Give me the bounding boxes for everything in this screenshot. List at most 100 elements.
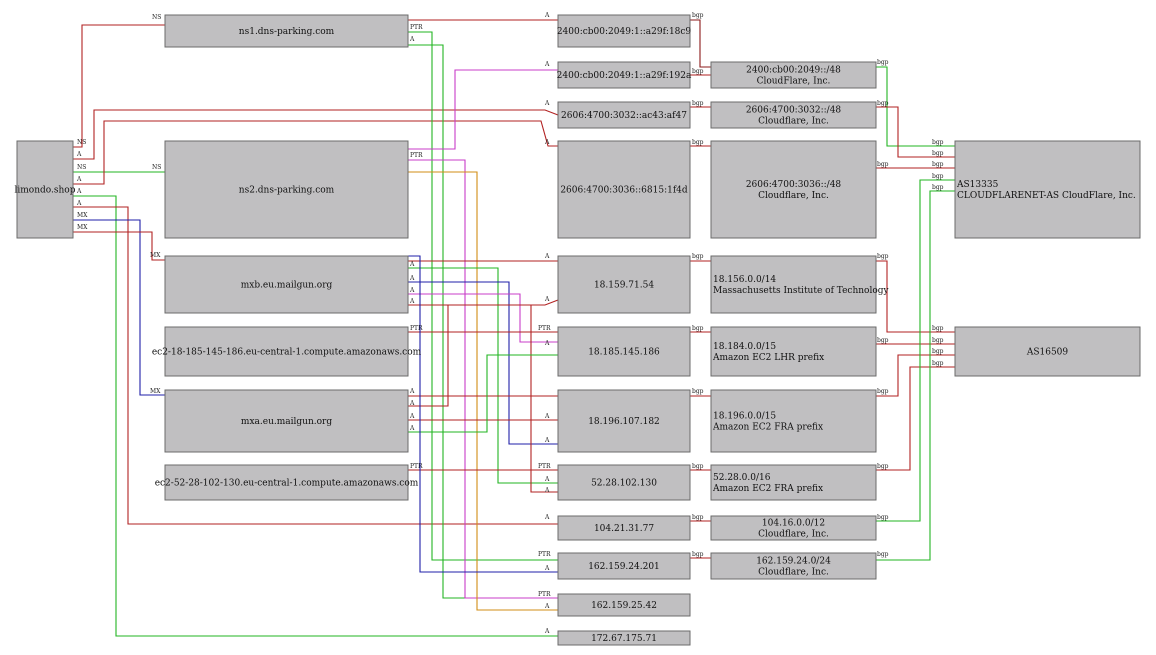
node-ip11[interactable]: 162.159.25.42 [557,593,691,617]
edge-label: bgp [877,388,889,395]
edge-label: PTR [410,463,423,470]
edge-line [73,231,165,261]
edge-label: bgp [932,184,944,191]
node-root[interactable]: limondo.shop [15,140,76,239]
node-ns2[interactable]: ns2.dns-parking.com [164,140,409,239]
edge-line [876,179,955,522]
edge-label: A [544,413,550,420]
node-ec2a[interactable]: ec2-18-185-145-186.eu-central-1.compute.… [152,326,422,377]
node-box [164,389,409,453]
node-box [557,593,691,617]
node-box [164,326,409,377]
node-label: AS16509 [1026,348,1069,358]
node-label: 2606:4700:3036::6815:1f4d [560,186,688,196]
edge-line [408,171,558,611]
edge-label: bgp [932,150,944,157]
node-box [557,552,691,580]
node-box [710,464,877,501]
node-ip12[interactable]: 172.67.175.71 [557,630,691,646]
edge-label: A [544,437,550,444]
node-label: 104.21.31.77 [594,524,654,534]
node-box [710,140,877,239]
edge-label: bgp [692,551,704,558]
node-box [557,140,691,239]
edge-label: A [409,261,415,268]
node-label: 172.67.175.71 [591,634,657,644]
edge-line [408,354,558,433]
edge-label: A [544,603,550,610]
node-ip10[interactable]: 162.159.24.201 [557,552,691,580]
node-ip9[interactable]: 104.21.31.77 [557,515,691,541]
node-label: 52.28.102.130 [591,479,657,489]
node-box [557,14,691,48]
edge-label: MX [150,388,161,395]
node-as2[interactable]: AS16509 [954,326,1141,377]
edge-line [408,159,558,599]
node-label: 162.159.24.0/24 [756,557,831,567]
node-ip6[interactable]: 18.185.145.186 [557,326,691,377]
edge-label: A [544,100,550,107]
edge-label: bgp [692,463,704,470]
edge-label: PTR [538,463,551,470]
node-ns1[interactable]: ns1.dns-parking.com [164,14,409,48]
edge-line [408,31,558,561]
edge-label: A [544,296,550,303]
edge-line [408,281,558,445]
node-label: ec2-52-28-102-130.eu-central-1.compute.a… [155,479,419,489]
node-label: Cloudflare, Inc. [758,117,829,127]
node-label: Massachusetts Institute of Technology [713,286,890,296]
edge-label: PTR [538,591,551,598]
edge-label: NS [77,139,86,146]
edge-label: A [544,514,550,521]
node-ec2b[interactable]: ec2-52-28-102-130.eu-central-1.compute.a… [155,464,419,501]
edge-label: PTR [538,551,551,558]
node-box [710,61,877,89]
edge-label: A [409,413,415,420]
edge-label: bgp [692,325,704,332]
node-label: limondo.shop [15,186,76,196]
edge-label: A [544,476,550,483]
node-ip5[interactable]: 18.159.71.54 [557,255,691,314]
nodes-layer: limondo.shop ns1.dns-parking.com ns2.dns-p… [15,14,1141,646]
node-box [710,326,877,377]
node-label: Amazon EC2 FRA prefix [712,423,823,433]
node-label: CloudFlare, Inc. [757,77,831,87]
edge-label: PTR [410,152,423,159]
edge-label: MX [150,252,161,259]
node-ip7[interactable]: 18.196.107.182 [557,389,691,453]
edge-label: A [409,425,415,432]
node-box [710,255,877,314]
node-ip4[interactable]: 2606:4700:3036::6815:1f4d [557,140,691,239]
edge-label: bgp [692,139,704,146]
node-mxa[interactable]: mxa.eu.mailgun.org [164,389,409,453]
edge-label: A [544,487,550,494]
node-ip1[interactable]: 2400:cb00:2049:1::a29f:18c9 [557,14,692,48]
edge-label: bgp [932,348,944,355]
edge-label: bgp [877,551,889,558]
edge-label: bgp [932,337,944,344]
node-box [557,464,691,501]
node-ip8[interactable]: 52.28.102.130 [557,464,691,501]
edge-label: A [409,298,415,305]
edge-line [408,69,558,150]
edge-label: A [544,565,550,572]
edge-label: bgp [692,514,704,521]
node-label: 2606:4700:3032::/48 [746,106,842,116]
node-ip3[interactable]: 2606:4700:3032::ac43:af47 [557,101,691,129]
node-label: Cloudflare, Inc. [758,191,829,201]
node-ip2[interactable]: 2400:cb00:2049:1::a29f:192a [557,61,692,89]
edge-line [73,120,558,185]
node-mxb[interactable]: mxb.eu.mailgun.org [164,255,409,314]
node-label: AS13335 [956,180,999,190]
edge-label: bgp [932,139,944,146]
